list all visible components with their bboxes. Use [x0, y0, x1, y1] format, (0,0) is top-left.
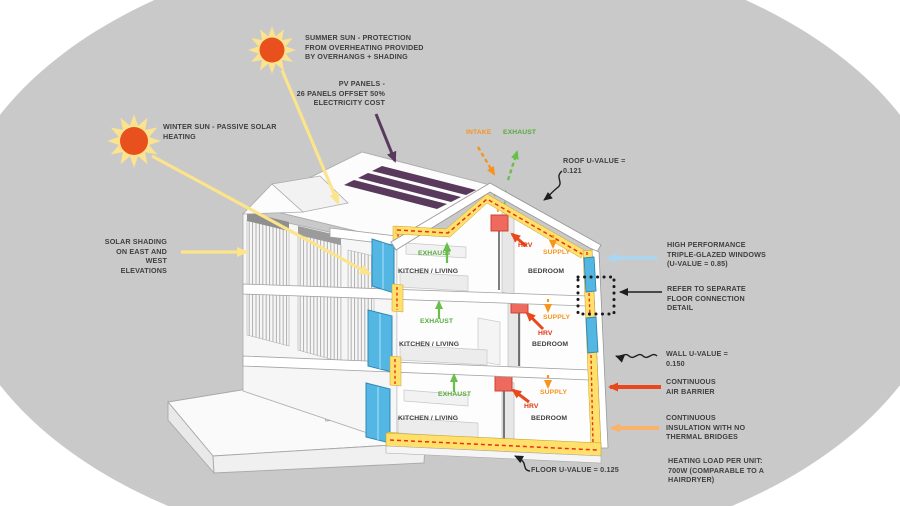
exhaust-arrow — [506, 150, 519, 181]
floor2-exhaust-label: EXHAUST — [420, 318, 454, 325]
intake-arrow — [476, 146, 496, 176]
floor3-hrv-label: HRV — [524, 403, 539, 410]
wall-uvalue-label: WALL U-VALUE = 0.150 — [666, 349, 728, 368]
floor2-hrv-label: HRV — [538, 330, 553, 337]
sun-beams — [151, 69, 372, 276]
left-house — [242, 151, 492, 444]
floor-1-arrows — [443, 232, 557, 263]
floor-slabs — [242, 227, 591, 381]
hrv-arrow — [511, 388, 530, 404]
winter-sun-icon — [107, 114, 161, 168]
triple-glazed-windows-right — [583, 256, 599, 354]
summer-sun-icon — [248, 26, 296, 74]
solar-shading-label: SOLAR SHADING ON EAST AND WEST ELEVATION… — [104, 237, 167, 275]
floor2-kitchen-label: KITCHEN / LIVING — [399, 341, 460, 348]
floor1-hrv-label: HRV — [518, 242, 533, 249]
louver-screen-1 — [246, 219, 290, 347]
floor3-kitchen-label: KITCHEN / LIVING — [398, 415, 459, 422]
roof-insulation — [395, 193, 585, 259]
floor1-exhaust-label: EXHAUST — [418, 250, 452, 257]
roof-uvalue-arrow — [543, 170, 563, 201]
floor3-bedroom-label: BEDROOM — [531, 415, 568, 422]
summer-sun-beam — [280, 69, 340, 205]
floor2-bedroom-label: BEDROOM — [532, 341, 569, 348]
roof-air-barrier — [396, 198, 583, 255]
hrv-arrow — [510, 232, 527, 248]
floor-3-arrows — [450, 373, 552, 404]
insulation-label: CONTINUOUS INSULATION WITH NO THERMAL BR… — [666, 413, 746, 441]
winter-sun-beam — [151, 154, 372, 276]
floor1-bedroom-label: BEDROOM — [528, 268, 565, 275]
air-barrier-label: CONTINUOUS AIR BARRIER — [666, 377, 716, 396]
heating-load-label: HEATING LOAD PER UNIT: 700W (COMPARABLE … — [668, 456, 765, 484]
floor2-supply-label: SUPPLY — [543, 314, 571, 321]
exhaust-roof-label: EXHAUST — [503, 129, 537, 136]
summer-sun-label: SUMMER SUN - PROTECTION FROM OVERHEATING… — [305, 33, 424, 61]
hrv-ducts — [498, 231, 520, 440]
floor-detail-marker — [576, 275, 616, 316]
pv-panels-label: PV PANELS - 26 PANELS OFFSET 50% ELECTRI… — [296, 79, 385, 107]
intake-label: INTAKE — [466, 129, 492, 136]
floor-insulation — [385, 432, 602, 464]
hrv-arrow — [525, 311, 545, 331]
floor3-supply-label: SUPPLY — [540, 389, 568, 396]
floor3-exhaust-label: EXHAUST — [438, 391, 472, 398]
wall-air-barrier — [586, 252, 594, 445]
floor1-kitchen-label: KITCHEN / LIVING — [398, 268, 459, 275]
windows-label: HIGH PERFORMANCE TRIPLE-GLAZED WINDOWS (… — [667, 240, 766, 268]
floor-uvalue-label: FLOOR U-VALUE = 0.125 — [531, 465, 619, 474]
pv-panels — [344, 166, 476, 209]
triple-glazed-windows-left — [365, 238, 395, 444]
floor-detail-label: REFER TO SEPARATE FLOOR CONNECTION DETAI… — [667, 284, 746, 312]
pv-arrow — [374, 113, 397, 163]
floor1-supply-label: SUPPLY — [543, 249, 571, 256]
roof-uvalue-label: ROOF U-VALUE = 0.121 — [563, 156, 626, 175]
floor-uvalue-arrow — [514, 455, 531, 472]
right-wall — [582, 248, 609, 449]
wall-uvalue-arrow — [615, 353, 658, 363]
winter-sun-label: WINTER SUN - PASSIVE SOLAR HEATING — [163, 122, 277, 141]
floor-2-arrows — [435, 299, 552, 331]
